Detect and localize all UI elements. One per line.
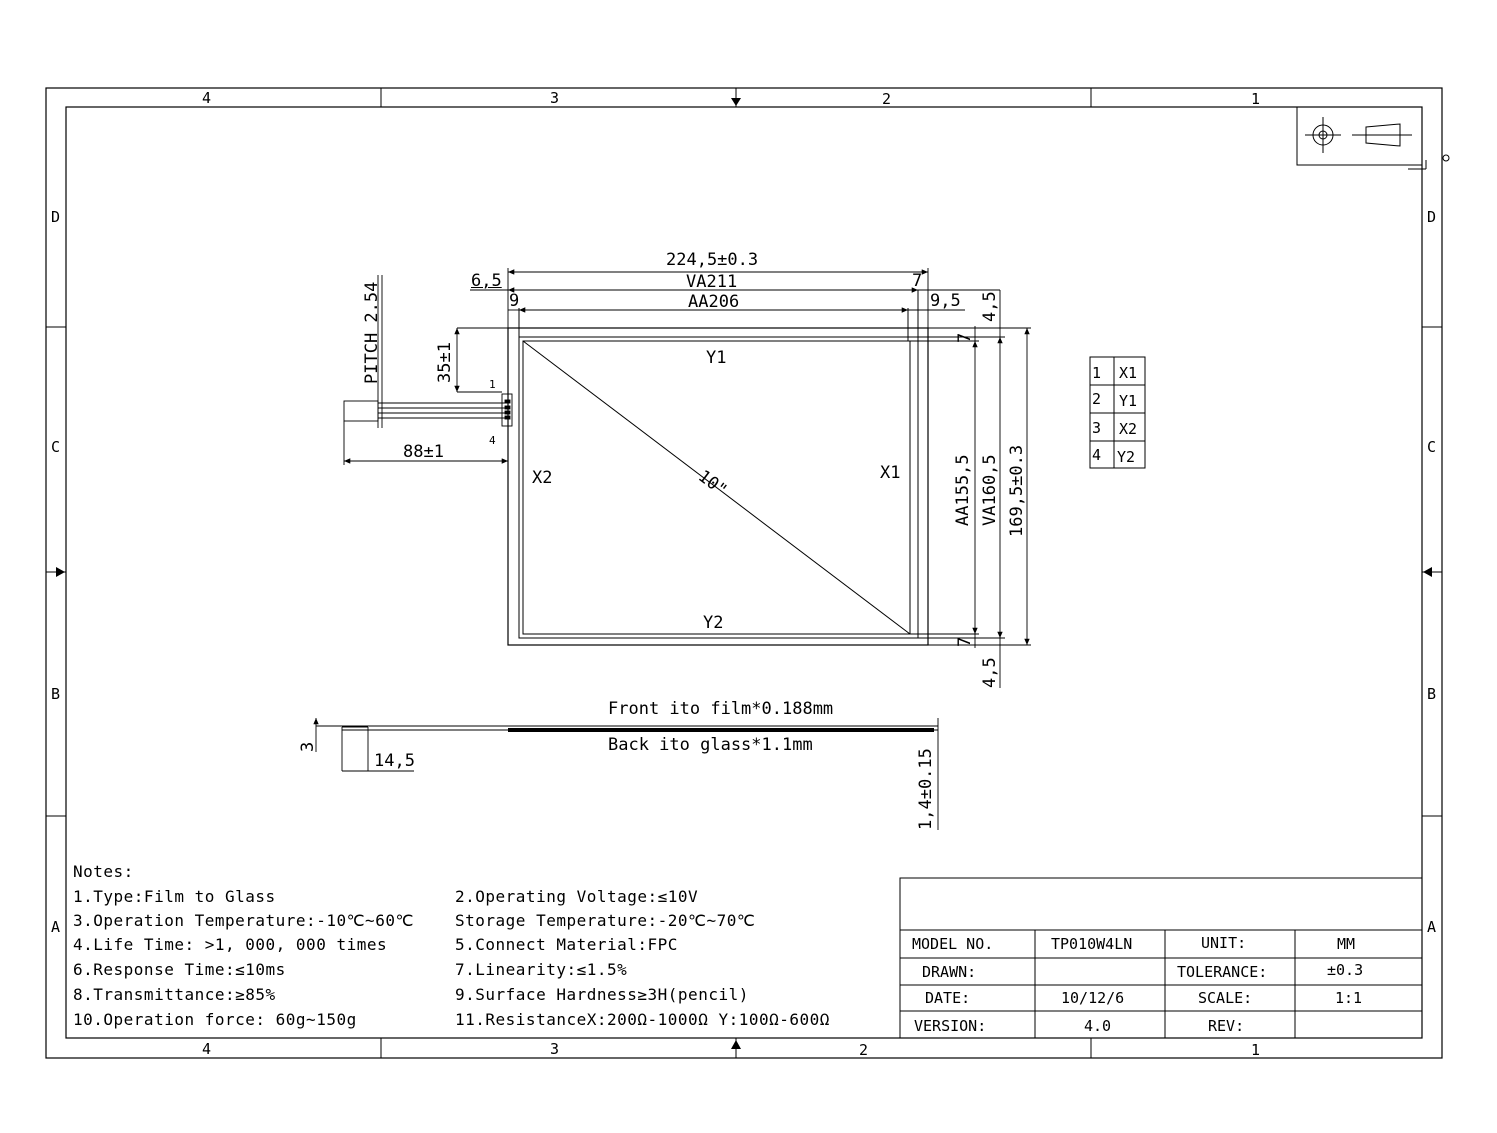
pin-table-pin: 4 bbox=[1092, 446, 1102, 464]
pin-table-signal: Y2 bbox=[1117, 448, 1136, 466]
side-view-tail-width: 14,5 bbox=[374, 751, 415, 771]
drawn-label: DRAWN: bbox=[922, 963, 977, 981]
panel-x1-label: X1 bbox=[880, 463, 901, 483]
zone-col-1-bottom: 1 bbox=[1251, 1041, 1261, 1059]
touch-panel bbox=[507, 290, 929, 646]
zone-col-2-bottom: 2 bbox=[859, 1041, 869, 1059]
note-item: 5.Connect Material:FPC bbox=[455, 935, 678, 954]
panel-x2-label: X2 bbox=[532, 468, 553, 488]
note-item: 4.Life Time: >1, 000, 000 times bbox=[73, 935, 388, 954]
scale-value: 1:1 bbox=[1335, 989, 1363, 1007]
dim-va-height: VA160,5 bbox=[980, 454, 1000, 526]
pin-table-grid bbox=[1089, 356, 1146, 469]
pin-table-signal: Y1 bbox=[1119, 392, 1138, 410]
dim-aa-width: AA206 bbox=[688, 292, 740, 312]
panel-y2-label: Y2 bbox=[703, 613, 724, 633]
pin-last-label: 4 bbox=[489, 434, 496, 447]
zone-col-3-top: 3 bbox=[550, 89, 560, 107]
dim-overall-height: 169,5±0.3 bbox=[1007, 444, 1027, 537]
dim-right-offset-aa: 9,5 bbox=[930, 291, 961, 311]
note-item: 9.Surface Hardness≥3H(pencil) bbox=[455, 985, 749, 1004]
diagonal-line bbox=[522, 340, 911, 635]
top-dimensions bbox=[470, 268, 1000, 328]
dim-bottom-gap: 7 bbox=[955, 636, 975, 647]
zone-row-b-right: B bbox=[1427, 685, 1437, 703]
unit-value: MM bbox=[1337, 935, 1356, 953]
note-item: 10.Operation force: 60g~150g bbox=[73, 1010, 357, 1029]
right-dimensions bbox=[910, 290, 1031, 688]
pin-table-signal: X2 bbox=[1119, 420, 1138, 438]
side-view-tail-height: 3 bbox=[298, 741, 318, 752]
side-view-back-label: Back ito glass*1.1mm bbox=[608, 735, 813, 755]
side-view bbox=[313, 718, 939, 830]
title-block-grid bbox=[899, 877, 1423, 1039]
note-item: 7.Linearity:≤1.5% bbox=[455, 960, 628, 979]
drawing-frame bbox=[45, 87, 1443, 1059]
pin-table-signal: X1 bbox=[1119, 364, 1138, 382]
panel-y1-label: Y1 bbox=[706, 348, 727, 368]
fpc-tail bbox=[343, 275, 513, 465]
note-item: Storage Temperature:-20℃~70℃ bbox=[455, 911, 756, 930]
centering-marks bbox=[56, 98, 1432, 1049]
model-value: TP010W4LN bbox=[1051, 935, 1133, 953]
note-item: 8.Transmittance:≥85% bbox=[73, 985, 276, 1004]
model-label: MODEL NO. bbox=[912, 935, 994, 953]
side-view-thickness: 1,4±0.15 bbox=[916, 748, 936, 830]
zone-col-3-bottom: 3 bbox=[550, 1040, 560, 1058]
dim-tail-length: 88±1 bbox=[403, 442, 444, 462]
unit-label: UNIT: bbox=[1201, 934, 1247, 952]
note-item: 2.Operating Voltage:≤10V bbox=[455, 887, 699, 906]
dim-top-margin: 4,5 bbox=[980, 291, 1000, 322]
dim-pitch: PITCH 2.54 bbox=[362, 281, 382, 384]
tolerance-label: TOLERANCE: bbox=[1177, 963, 1268, 981]
tolerance-value: ±0.3 bbox=[1327, 961, 1364, 979]
dim-top-gap: 7 bbox=[955, 332, 975, 343]
rev-label: REV: bbox=[1208, 1017, 1245, 1035]
zone-row-c-right: C bbox=[1427, 438, 1437, 456]
dim-bottom-margin: 4,5 bbox=[980, 657, 1000, 688]
zone-col-4-bottom: 4 bbox=[202, 1040, 212, 1058]
dim-left-offset-aa: 9 bbox=[509, 291, 520, 311]
zone-col-4-top: 4 bbox=[202, 89, 212, 107]
dim-tail-offset: 35±1 bbox=[435, 342, 455, 383]
zone-row-d-left: D bbox=[51, 208, 61, 226]
note-item: 6.Response Time:≤10ms bbox=[73, 960, 286, 979]
date-label: DATE: bbox=[925, 989, 971, 1007]
notes-title: Notes: bbox=[73, 862, 134, 881]
pin-table-pin: 3 bbox=[1092, 419, 1102, 437]
pin-table-pin: 2 bbox=[1092, 390, 1102, 408]
version-label: VERSION: bbox=[914, 1017, 987, 1035]
dim-left-offset-top: 6,5 bbox=[471, 271, 502, 291]
zone-col-1-top: 1 bbox=[1251, 90, 1261, 108]
scale-label: SCALE: bbox=[1198, 989, 1253, 1007]
date-value: 10/12/6 bbox=[1061, 989, 1125, 1007]
note-item: 1.Type:Film to Glass bbox=[73, 887, 276, 906]
dim-right-offset-top: 7 bbox=[912, 271, 923, 291]
zone-row-c-left: C bbox=[51, 438, 61, 456]
zone-col-2-top: 2 bbox=[882, 90, 892, 108]
zone-row-b-left: B bbox=[51, 685, 61, 703]
pin-table-pin: 1 bbox=[1092, 364, 1102, 382]
note-item: 3.Operation Temperature:-10℃~60℃ bbox=[73, 911, 414, 930]
dim-aa-height: AA155,5 bbox=[953, 454, 973, 526]
side-view-front-label: Front ito film*0.188mm bbox=[608, 699, 834, 719]
zone-row-d-right: D bbox=[1427, 208, 1437, 226]
dim-va-width: VA211 bbox=[686, 272, 738, 292]
zone-row-a-left: A bbox=[51, 918, 61, 936]
zone-row-a-right: A bbox=[1427, 918, 1437, 936]
projection-symbol-icon bbox=[1296, 106, 1450, 170]
dim-overall-width: 224,5±0.3 bbox=[666, 250, 759, 270]
note-item: 11.ResistanceX:200Ω-1000Ω Y:100Ω-600Ω bbox=[455, 1010, 830, 1029]
pin-first-label: 1 bbox=[489, 378, 496, 391]
version-value: 4.0 bbox=[1084, 1017, 1112, 1035]
